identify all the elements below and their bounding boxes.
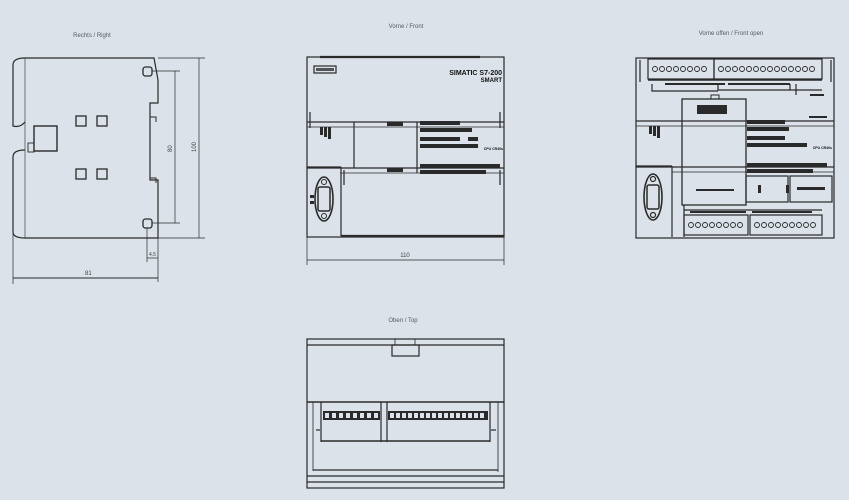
front-cpu-label: CPU CR40s — [484, 147, 503, 151]
dim-80-label: 80 — [168, 145, 174, 152]
right-view-label: Rechts / Right — [73, 33, 111, 39]
dim-110-label: 110 — [400, 253, 410, 259]
dim-100-label: 100 — [192, 141, 198, 152]
dim-81-label: 81 — [85, 271, 92, 277]
front-brand-line1: SIMATIC S7-200 — [449, 70, 502, 77]
top-view-label: Oben / Top — [388, 318, 418, 324]
front-open-view-label: Vorne offen / Front open — [698, 31, 764, 37]
front-open-cpu-label: CPU CR40s — [813, 146, 832, 150]
dim-4-5-label: 4.5 — [149, 252, 156, 258]
front-brand-line2: SMART — [481, 78, 503, 84]
front-view-label: Vorne / Front — [388, 24, 424, 30]
